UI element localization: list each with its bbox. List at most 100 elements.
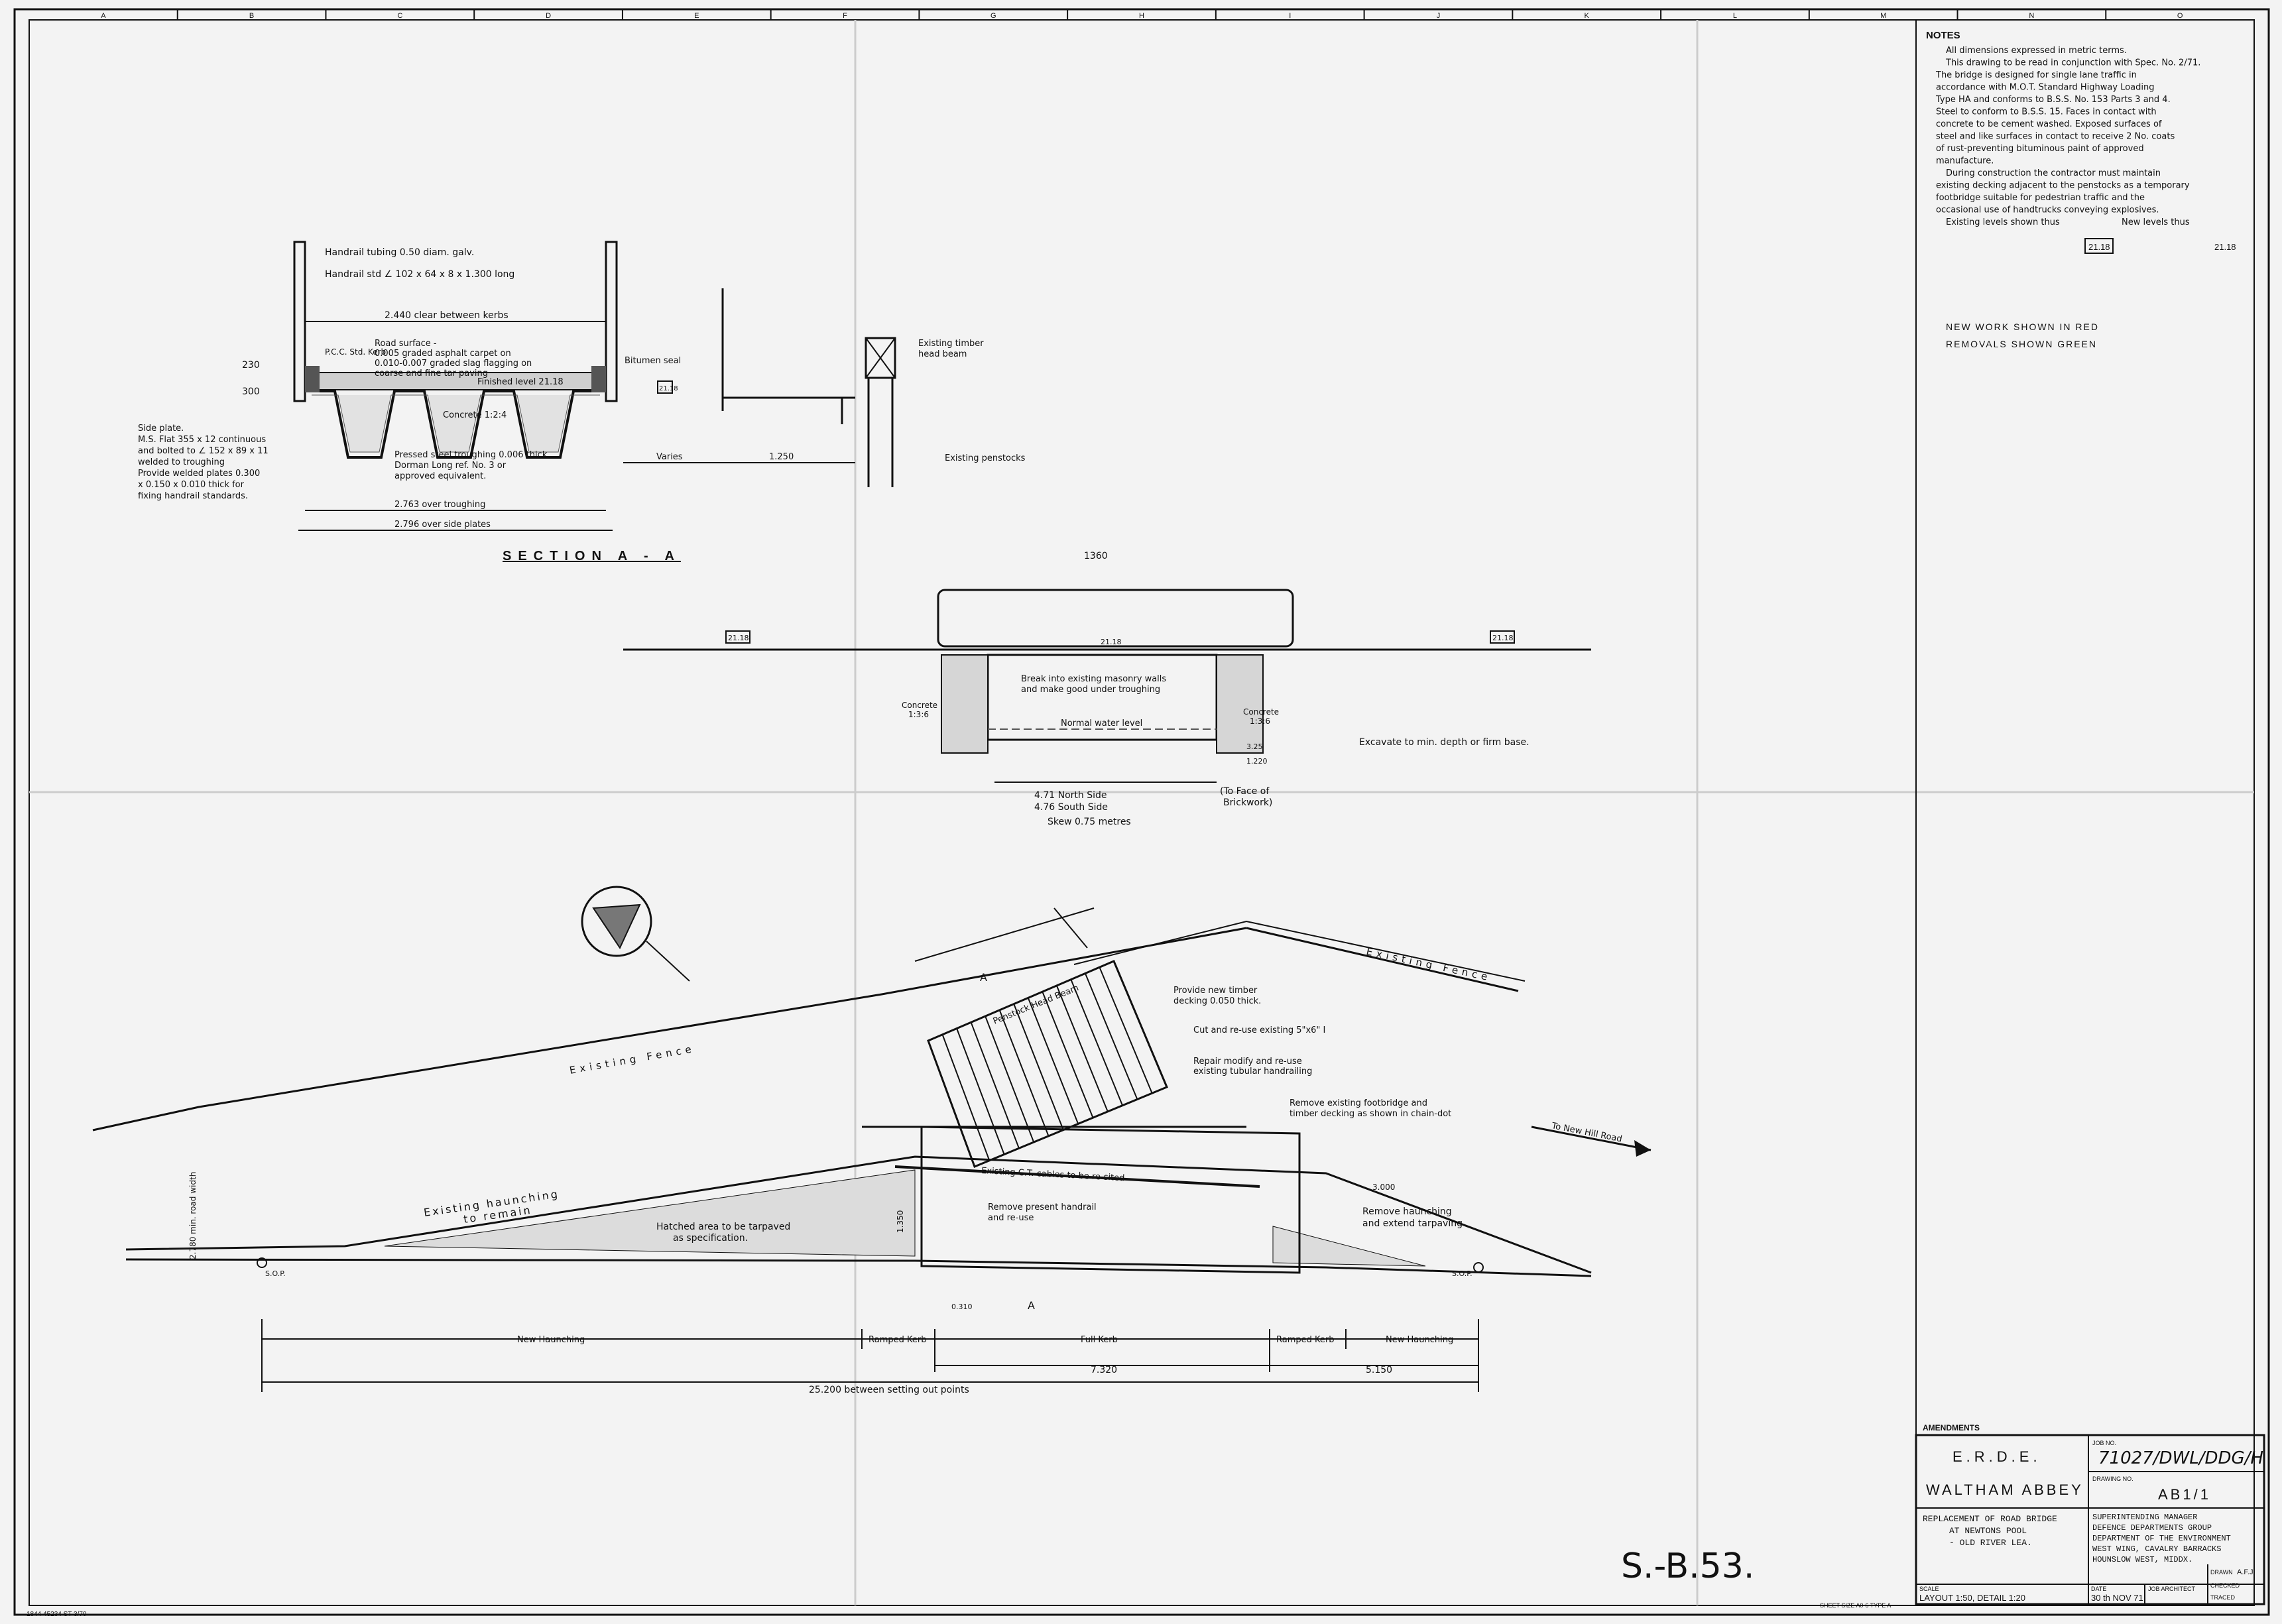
side-plate-line-4: welded to troughing [138,457,225,467]
print-reference: 1844 45234 ST 3/70 [27,1611,87,1618]
notes-line: All dimensions expressed in metric terms… [1946,46,2127,56]
concrete-left-mix: 1:3:6 [908,710,929,719]
deck-plank [1070,979,1124,1106]
varies-dim: Varies [656,452,683,462]
normal-water-level: Normal water level [1061,719,1142,728]
deck-plank [941,1034,991,1161]
existing-timber-label: Existing timber [918,339,984,349]
remove-handrail-line-2: and re-use [988,1213,1034,1223]
amendments-heading: AMENDMENTS [1923,1423,1980,1432]
notes-line: manufacture. [1936,156,1994,166]
road-edge-north [125,1155,1592,1274]
break-walls-line-2: and make good under troughing [1021,685,1160,695]
existing-penstocks-label: Existing penstocks [945,453,1026,463]
drawing-no-label: DRAWING NO. [2092,1476,2133,1482]
deck-plank [1099,966,1153,1094]
bridge-deck-plan [920,1126,1301,1274]
grid-col-label: D [546,12,551,20]
road-width-dim: 2.780 min. road width [188,1172,198,1259]
bitumen-seal-label: Bitumen seal [625,356,681,366]
authority-line-3: DEPARTMENT OF THE ENVIRONMENT [2092,1534,2231,1543]
dim-full-kerb: Full Kerb [1081,1335,1118,1345]
repair-handrail-line-2: existing tubular handrailing [1193,1067,1312,1076]
skew-label: Skew 0.75 metres [1048,817,1131,827]
grid-col-label: E [694,12,699,20]
road-surface-line-2: 0.005 graded asphalt carpet on [375,349,511,359]
dim-1220: 1.220 [1246,757,1268,766]
existing-level-box [2084,238,2114,254]
repair-handrail-label: Repair modify and re-use [1193,1057,1302,1067]
inner-border [29,19,2255,1606]
side-plate-line-3: and bolted to ∠ 152 x 89 x 11 [138,446,269,456]
grid-col-label: C [397,12,402,20]
section-mark-a-bottom: A [1028,1299,1035,1312]
grid-col-label: N [2029,12,2034,20]
grid-col-label: L [1733,12,1737,20]
notes-line: footbridge suitable for pedestrian traff… [1936,193,2145,203]
head-beam-label: head beam [918,349,967,359]
grid-col-label: O [2177,12,2183,20]
notes-line: The bridge is designed for single lane t… [1935,70,2137,80]
fold-lines [29,20,2254,1605]
hatched-area-label: Hatched area to be tarpaved [656,1222,790,1232]
side-plate-line-6: x 0.150 x 0.010 thick for [138,480,245,490]
dim-300: 300 [242,386,260,397]
over-troughing-dim: 2.763 over troughing [394,500,485,510]
section-a-a: Handrail tubing 0.50 diam. galv. Handrai… [138,241,1026,563]
removals-note: REMOVALS SHOWN GREEN [1946,339,2097,349]
notes-line: steel and like surfaces in contact to re… [1936,132,2175,142]
side-plate-line-7: fixing handrail standards. [138,491,248,501]
finished-level-label: Finished level 21.18 [477,377,564,387]
deck-plank [1042,991,1094,1118]
bridge-elevation: 1360 21.18 21.18 21.18 Break into existi… [623,551,1591,827]
traced-label: TRACED [2210,1594,2236,1601]
elev-level-left: 21.18 [728,634,749,642]
cut-reuse-label: Cut and re-use existing 5"x6" I [1193,1025,1325,1035]
road-surface-line-4: coarse and fine tar paving [375,369,488,378]
dim-25200: 25.200 between setting out points [809,1385,969,1395]
abutment-right [1216,654,1264,754]
org-name: E.R.D.E. [1952,1448,2041,1465]
date-value: 30 th NOV 71 [2091,1593,2143,1603]
handrail-standard-label: Handrail std ∠ 102 x 64 x 8 x 1.300 long [325,269,514,280]
deck-plank [1027,998,1079,1124]
notes-line: occasional use of handtrucks conveying e… [1936,205,2159,215]
grid-col-label: I [1289,12,1291,20]
notes-line: concrete to be cement washed. Exposed su… [1936,119,2162,129]
side-plate-line-5: Provide welded plates 0.300 [138,469,260,479]
troughing-label: Pressed steel troughing 0.006 thick [394,450,548,460]
job-no-label: JOB NO. [2092,1440,2116,1446]
to-face-label: (To Face of [1220,786,1270,797]
description-line-1: REPLACEMENT OF ROAD BRIDGE [1923,1514,2057,1524]
site-plan: Existing Fence Existing Fence To New Hil… [92,886,1651,1395]
notes-line: existing decking adjacent to the penstoc… [1936,181,2190,191]
outer-border [13,8,2270,1616]
excavate-note: Excavate to min. depth or firm base. [1359,737,1530,748]
kerb-left [305,366,320,392]
grid-col-label: J [1437,12,1441,20]
concrete-right-label: Concrete [1243,707,1279,717]
grid-col-label: A [101,12,106,20]
remove-footbridge-label: Remove existing footbridge and [1290,1098,1427,1108]
section-mark-a-top: A [980,971,987,984]
dim-new-haunching-right: New Haunching [1386,1335,1453,1345]
grid-col-label: K [1585,12,1590,20]
drawing-number: AB1/1 [2158,1486,2211,1503]
dim-ramped-kerb-right: Ramped Kerb [1276,1335,1334,1345]
grid-col-label: G [991,12,996,20]
brickwork-label: Brickwork) [1223,797,1272,808]
dim-325: 3.25 [1246,742,1263,751]
notes-text: All dimensions expressed in metric terms… [1935,46,2200,227]
job-architect-label: JOB ARCHITECT [2148,1586,2196,1592]
kerb-right [591,366,606,392]
deck-plank [1013,1004,1064,1130]
concrete-left-label: Concrete [902,701,937,710]
side-plate-label: Side plate. [138,424,184,434]
notes-line: This drawing to be read in conjunction w… [1945,58,2200,68]
dim-5150: 5.150 [1366,1365,1392,1375]
deck-plank [1055,985,1109,1112]
existing-level-sample: 21.18 [2088,242,2110,252]
title-block: AMENDMENTS E.R.D.E. WALTHAM ABBEY JOB NO… [27,1423,2265,1618]
